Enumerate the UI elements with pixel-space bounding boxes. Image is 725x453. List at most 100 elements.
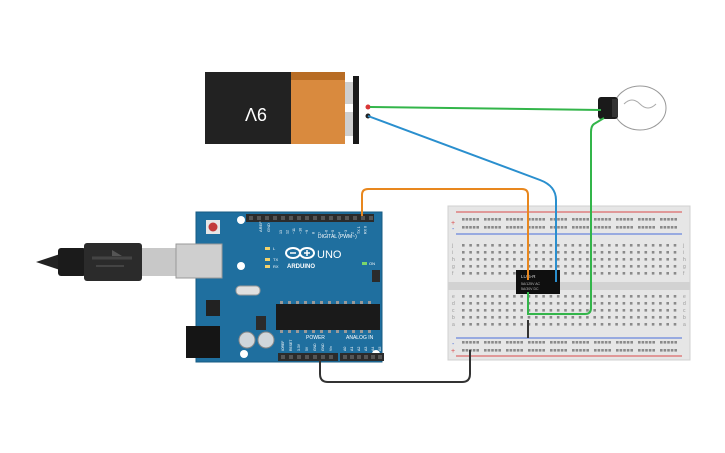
breadboard-hole[interactable] xyxy=(575,226,579,229)
breadboard-hole[interactable] xyxy=(556,258,560,261)
breadboard-hole[interactable] xyxy=(520,316,523,319)
breadboard-hole[interactable] xyxy=(629,309,633,312)
breadboard-hole[interactable] xyxy=(667,226,670,229)
breadboard-hole[interactable] xyxy=(564,341,567,344)
breadboard-hole[interactable] xyxy=(652,226,655,229)
breadboard-hole[interactable] xyxy=(593,323,596,326)
breadboard-hole[interactable] xyxy=(638,341,641,344)
breadboard-hole[interactable] xyxy=(666,302,669,305)
breadboard-hole[interactable] xyxy=(644,251,648,254)
breadboard-hole[interactable] xyxy=(476,244,480,247)
breadboard-hole[interactable] xyxy=(491,349,494,352)
breadboard-hole[interactable] xyxy=(498,226,501,229)
breadboard-hole[interactable] xyxy=(542,295,545,298)
breadboard-hole[interactable] xyxy=(483,272,487,275)
breadboard-hole[interactable] xyxy=(487,226,491,229)
breadboard-hole[interactable] xyxy=(556,251,560,254)
breadboard-hole[interactable] xyxy=(615,302,618,305)
breadboard-hole[interactable] xyxy=(619,218,623,221)
breadboard-hole[interactable] xyxy=(505,309,509,312)
breadboard-hole[interactable] xyxy=(469,272,472,275)
breadboard-hole[interactable] xyxy=(520,226,523,229)
breadboard-hole[interactable] xyxy=(673,323,677,326)
breadboard-hole[interactable] xyxy=(673,251,677,254)
breadboard-hole[interactable] xyxy=(542,316,545,319)
breadboard-hole[interactable] xyxy=(549,251,553,254)
breadboard-hole[interactable] xyxy=(571,251,575,254)
breadboard-hole[interactable] xyxy=(644,265,648,268)
breadboard-hole[interactable] xyxy=(637,251,640,254)
breadboard-hole[interactable] xyxy=(483,309,487,312)
breadboard-hole[interactable] xyxy=(666,272,669,275)
breadboard-hole[interactable] xyxy=(571,272,575,275)
breadboard-hole[interactable] xyxy=(673,272,677,275)
breadboard-hole[interactable] xyxy=(469,218,472,221)
breadboard-hole[interactable] xyxy=(651,309,655,312)
breadboard-hole[interactable] xyxy=(520,295,523,298)
breadboard-hole[interactable] xyxy=(564,265,567,268)
breadboard-hole[interactable] xyxy=(600,309,604,312)
breadboard-hole[interactable] xyxy=(553,349,557,352)
breadboard-hole[interactable] xyxy=(542,309,545,312)
breadboard-hole[interactable] xyxy=(579,341,582,344)
breadboard-hole[interactable] xyxy=(520,349,523,352)
breadboard-hole[interactable] xyxy=(663,349,667,352)
breadboard-hole[interactable] xyxy=(476,226,479,229)
digital-header[interactable] xyxy=(246,214,374,222)
breadboard-hole[interactable] xyxy=(498,251,502,254)
breadboard-hole[interactable] xyxy=(645,349,648,352)
breadboard-hole[interactable] xyxy=(644,309,648,312)
breadboard-hole[interactable] xyxy=(571,309,575,312)
breadboard-hole[interactable] xyxy=(542,265,545,268)
breadboard-hole[interactable] xyxy=(469,251,472,254)
breadboard-hole[interactable] xyxy=(513,309,516,312)
breadboard-hole[interactable] xyxy=(637,302,640,305)
breadboard-hole[interactable] xyxy=(597,218,601,221)
breadboard-hole[interactable] xyxy=(560,341,564,344)
breadboard-hole[interactable] xyxy=(483,323,487,326)
breadboard-hole[interactable] xyxy=(535,295,538,298)
breadboard-hole[interactable] xyxy=(491,316,494,319)
breadboard-hole[interactable] xyxy=(594,226,597,229)
breadboard-hole[interactable] xyxy=(483,258,487,261)
breadboard-hole[interactable] xyxy=(462,302,465,305)
breadboard-hole[interactable] xyxy=(637,316,640,319)
breadboard-hole[interactable] xyxy=(491,265,494,268)
breadboard-hole[interactable] xyxy=(462,295,465,298)
breadboard-hole[interactable] xyxy=(520,309,523,312)
breadboard-hole[interactable] xyxy=(483,251,487,254)
breadboard-hole[interactable] xyxy=(531,218,535,221)
breadboard-hole[interactable] xyxy=(579,226,582,229)
breadboard-hole[interactable] xyxy=(462,218,465,221)
light-bulb[interactable] xyxy=(598,85,667,131)
wire-blue[interactable] xyxy=(367,115,557,282)
breadboard-hole[interactable] xyxy=(516,341,520,344)
breadboard-hole[interactable] xyxy=(491,302,494,305)
breadboard-hole[interactable] xyxy=(549,316,553,319)
breadboard-hole[interactable] xyxy=(637,309,640,312)
breadboard-hole[interactable] xyxy=(673,302,677,305)
breadboard-hole[interactable] xyxy=(531,349,535,352)
breadboard-hole[interactable] xyxy=(572,218,575,221)
breadboard-hole[interactable] xyxy=(542,302,545,305)
breadboard-hole[interactable] xyxy=(674,218,677,221)
breadboard-hole[interactable] xyxy=(498,295,502,298)
breadboard-hole[interactable] xyxy=(498,316,502,319)
breadboard-hole[interactable] xyxy=(513,218,516,221)
breadboard-hole[interactable] xyxy=(469,323,472,326)
relay-module[interactable]: LU-5-R 5A/125V AC 5A/30V DC xyxy=(516,270,560,294)
breadboard-hole[interactable] xyxy=(535,323,538,326)
breadboard-hole[interactable] xyxy=(666,251,669,254)
breadboard-hole[interactable] xyxy=(491,244,494,247)
breadboard-hole[interactable] xyxy=(535,251,538,254)
breadboard-hole[interactable] xyxy=(572,349,575,352)
breadboard-hole[interactable] xyxy=(476,309,480,312)
breadboard-hole[interactable] xyxy=(484,218,487,221)
breadboard-hole[interactable] xyxy=(660,349,663,352)
breadboard-hole[interactable] xyxy=(648,349,652,352)
breadboard-hole[interactable] xyxy=(498,309,502,312)
breadboard-hole[interactable] xyxy=(666,244,669,247)
breadboard-hole[interactable] xyxy=(498,349,501,352)
breadboard-hole[interactable] xyxy=(622,258,626,261)
breadboard-hole[interactable] xyxy=(469,316,472,319)
